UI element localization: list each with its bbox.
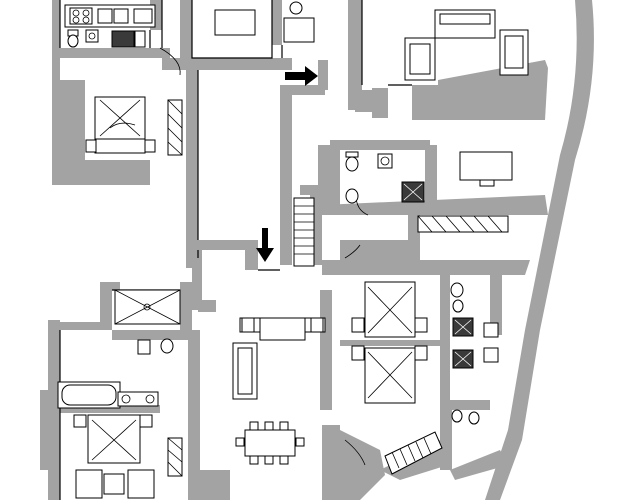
toilet-icon [451, 409, 480, 425]
bathtub-icon [57, 381, 121, 409]
bidet-icon [345, 151, 359, 172]
armchair-icon [283, 1, 315, 43]
sink-icon [483, 322, 499, 338]
shower-icon [114, 289, 181, 325]
toilet-icon [67, 29, 79, 48]
toilet-icon [345, 188, 359, 204]
direction-arrow-icon [285, 66, 318, 86]
sink-icon [85, 29, 99, 43]
study-top-center [214, 1, 315, 43]
stove-icon [69, 7, 93, 25]
desk-icon [459, 151, 513, 187]
wardrobe-icon [167, 99, 183, 156]
shower-icon [452, 349, 474, 369]
armchair-icon [499, 29, 529, 76]
washing-machine-icon [111, 30, 146, 48]
toilet-icon [160, 338, 174, 354]
shower-icon [401, 181, 425, 203]
direction-arrow-icon [256, 228, 274, 262]
wardrobe-icon [167, 437, 183, 477]
toilet-icon [450, 282, 464, 298]
bed-icon [85, 96, 156, 154]
walls [40, 0, 594, 500]
sofa-icon [239, 317, 326, 341]
bathroom-center [345, 151, 425, 204]
bedroom-top-left [85, 96, 183, 156]
sink-icon [483, 347, 499, 363]
staircase-icon [293, 197, 315, 267]
bathroom-lower-right [450, 282, 499, 425]
bedroom-lower-right-a [351, 281, 428, 338]
kitchen [64, 4, 156, 48]
bedroom-lower-left [73, 414, 183, 499]
living-room [404, 9, 529, 81]
bed-icon [351, 345, 428, 404]
sofa-icon [232, 342, 258, 400]
sink-icon [97, 8, 129, 24]
bathroom-lower-left [57, 289, 181, 409]
sofa-icon [434, 9, 496, 39]
sink-icon [117, 391, 159, 407]
bed-icon [351, 281, 428, 338]
bidet-icon [452, 299, 464, 313]
wardrobe-icon [417, 215, 509, 233]
armchair-icon [404, 37, 436, 81]
shower-icon [452, 317, 474, 337]
living-dining-lower [232, 317, 326, 465]
dining-table-icon [235, 421, 305, 465]
desk-icon [214, 9, 256, 36]
bedroom-lower-right-b [351, 345, 428, 404]
sink-icon [137, 339, 151, 355]
sink-icon [377, 153, 393, 169]
armchair-icon [75, 469, 155, 499]
bed-icon [73, 414, 153, 464]
piano-icon [384, 431, 443, 475]
counter-appliance [133, 8, 153, 24]
